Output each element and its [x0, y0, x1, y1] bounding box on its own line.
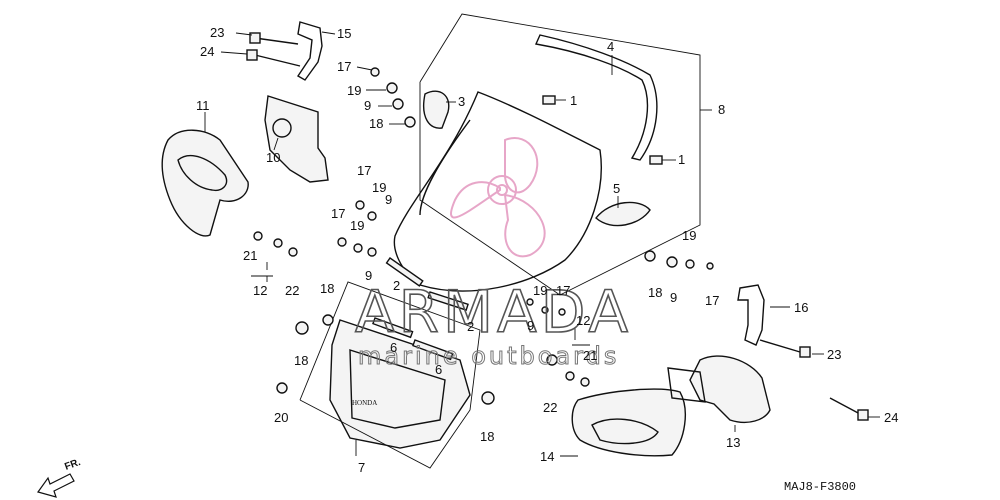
callout-12: 12: [253, 283, 267, 298]
mirror-left-inner: [177, 155, 228, 192]
bolt-24-right: [829, 397, 869, 421]
callout-22: 22: [543, 400, 557, 415]
callout-24: 24: [884, 410, 898, 425]
strip-2b: [427, 291, 469, 311]
callout-13: 13: [726, 435, 740, 450]
small-hardware: [253, 67, 714, 405]
callout-6: 6: [390, 340, 397, 355]
callout-19: 19: [372, 180, 386, 195]
callout-5: 5: [613, 181, 620, 196]
callout-17: 17: [337, 59, 351, 74]
callout-6: 6: [435, 362, 442, 377]
callout-19: 19: [682, 228, 696, 243]
callout-22: 22: [285, 283, 299, 298]
callout-8: 8: [718, 102, 725, 117]
callout-14: 14: [540, 449, 554, 464]
mirror-housing-left: [264, 95, 329, 183]
strip-6a: [372, 317, 414, 339]
callout-9: 9: [670, 290, 677, 305]
callout-20: 20: [274, 410, 288, 425]
assembly-frame-7: [299, 281, 481, 469]
watermark-logo: [450, 137, 546, 258]
bolt-24-left: [246, 49, 301, 67]
windscreen-inner: [419, 119, 471, 216]
bolt-23-right: [759, 339, 811, 358]
callout-1: 1: [678, 152, 685, 167]
mirror-right: [571, 388, 686, 457]
callout-24: 24: [200, 44, 214, 59]
callout-19: 19: [347, 83, 361, 98]
callout-2: 2: [467, 319, 474, 334]
callout-19: 19: [533, 283, 547, 298]
callout-3: 3: [458, 94, 465, 109]
callout-2: 2: [393, 278, 400, 293]
callout-1: 1: [570, 93, 577, 108]
mirror-housing-right: [689, 355, 771, 424]
lower-cowl-inner: [349, 349, 446, 429]
callout-10: 10: [266, 150, 280, 165]
watermark-title: ARMADA: [355, 278, 632, 346]
callout-7: 7: [358, 460, 365, 475]
callout-16: 16: [794, 300, 808, 315]
mirror-housing-left-knob: [272, 118, 292, 138]
diagram-code: MAJ8-F3800: [784, 480, 856, 494]
watermark-subtitle: marine outboards: [358, 342, 619, 370]
callout-17: 17: [705, 293, 719, 308]
callout-23: 23: [827, 347, 841, 362]
front-direction-arrow-icon: [37, 473, 75, 498]
callout-18: 18: [648, 285, 662, 300]
callout-17: 17: [357, 163, 371, 178]
screen-trim: [534, 34, 658, 161]
callout-21: 21: [243, 248, 257, 263]
assembly-frame-8: [419, 13, 701, 296]
callout-19: 19: [350, 218, 364, 233]
callout-17: 17: [556, 283, 570, 298]
clip-1b: [649, 155, 663, 165]
callout-17: 17: [331, 206, 345, 221]
front-direction-label: FR.: [63, 457, 82, 473]
leader-lines: [204, 31, 880, 457]
callout-21: 21: [583, 348, 597, 363]
callout-12: 12: [576, 313, 590, 328]
pad-5: [595, 201, 651, 227]
mirror-housing-right-bracket: [667, 367, 706, 403]
callout-9: 9: [364, 98, 371, 113]
mirror-left: [161, 129, 249, 237]
bolt-23-left: [249, 32, 299, 45]
callout-15: 15: [337, 26, 351, 41]
strip-2a: [385, 257, 424, 287]
callout-4: 4: [607, 39, 614, 54]
callout-labels: 23 24 15 17 19 9 18 11 10 3 4 1 1 8 5 17…: [196, 25, 898, 475]
windscreen: [393, 91, 602, 292]
mirror-right-inner: [591, 418, 659, 445]
callout-18: 18: [369, 116, 383, 131]
callout-11: 11: [196, 98, 210, 113]
stay-right: [737, 284, 765, 346]
callout-18: 18: [320, 281, 334, 296]
callout-9: 9: [385, 192, 392, 207]
strip-6b: [412, 339, 454, 361]
callout-18: 18: [480, 429, 494, 444]
clip-1a: [542, 95, 556, 105]
stay-left: [297, 21, 323, 81]
honda-brand-mark: HONDA: [352, 399, 377, 407]
callout-23: 23: [210, 25, 224, 40]
callout-9: 9: [365, 268, 372, 283]
pad-3: [423, 90, 450, 129]
callout-9: 9: [527, 318, 534, 333]
callout-18: 18: [294, 353, 308, 368]
